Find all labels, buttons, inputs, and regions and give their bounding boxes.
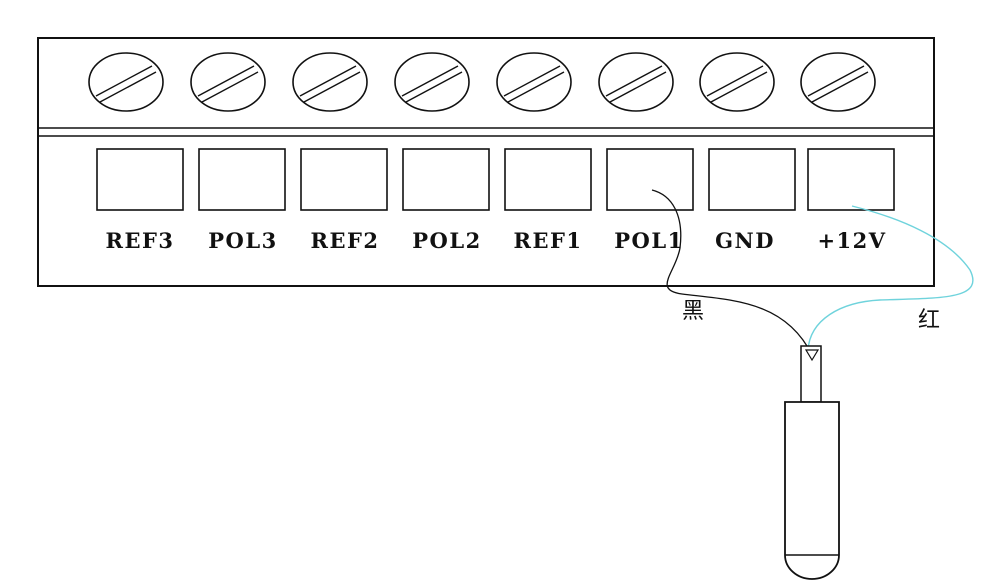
- sensor-cable-entry: [800, 345, 822, 403]
- red-wire-label: 红: [918, 308, 940, 333]
- terminal-label-ref3: REF3: [106, 228, 175, 253]
- terminal-label-row: REF3 POL3 REF2 POL2 REF1 POL1 GND +12V: [106, 228, 886, 253]
- screw-head-7: [800, 52, 876, 112]
- terminal-label-ref2: REF2: [311, 228, 380, 253]
- terminal-label-pol2: POL2: [412, 228, 481, 253]
- terminal-box-2: [300, 148, 388, 211]
- screw-head-4: [496, 52, 572, 112]
- terminal-label-pol3: POL3: [208, 228, 277, 253]
- terminal-label-12v: +12V: [817, 228, 886, 253]
- screw-head-3: [394, 52, 470, 112]
- terminal-block-housing: [37, 37, 935, 287]
- terminal-label-gnd: GND: [715, 228, 775, 253]
- screw-head-6: [699, 52, 775, 112]
- sensor-probe: [784, 345, 840, 580]
- red-wire: [807, 205, 974, 351]
- screw-head-5: [598, 52, 674, 112]
- terminal-box-row: [96, 148, 895, 211]
- terminal-box-6: [708, 148, 796, 211]
- sensor-body: [784, 401, 840, 580]
- screw-head-0: [88, 52, 164, 112]
- sensor-wire-tip: [804, 349, 820, 362]
- terminal-box-7: [807, 148, 895, 211]
- terminal-box-4: [504, 148, 592, 211]
- black-wire-label: 黑: [682, 299, 704, 324]
- terminal-label-pol1: POL1: [614, 228, 683, 253]
- terminal-box-1: [198, 148, 286, 211]
- screw-head-1: [190, 52, 266, 112]
- screw-head-2: [292, 52, 368, 112]
- screw-row: [88, 52, 876, 112]
- terminal-label-ref1: REF1: [514, 228, 583, 253]
- terminal-box-5: [606, 148, 694, 211]
- terminal-box-3: [402, 148, 490, 211]
- terminal-box-0: [96, 148, 184, 211]
- black-wire: [651, 189, 813, 356]
